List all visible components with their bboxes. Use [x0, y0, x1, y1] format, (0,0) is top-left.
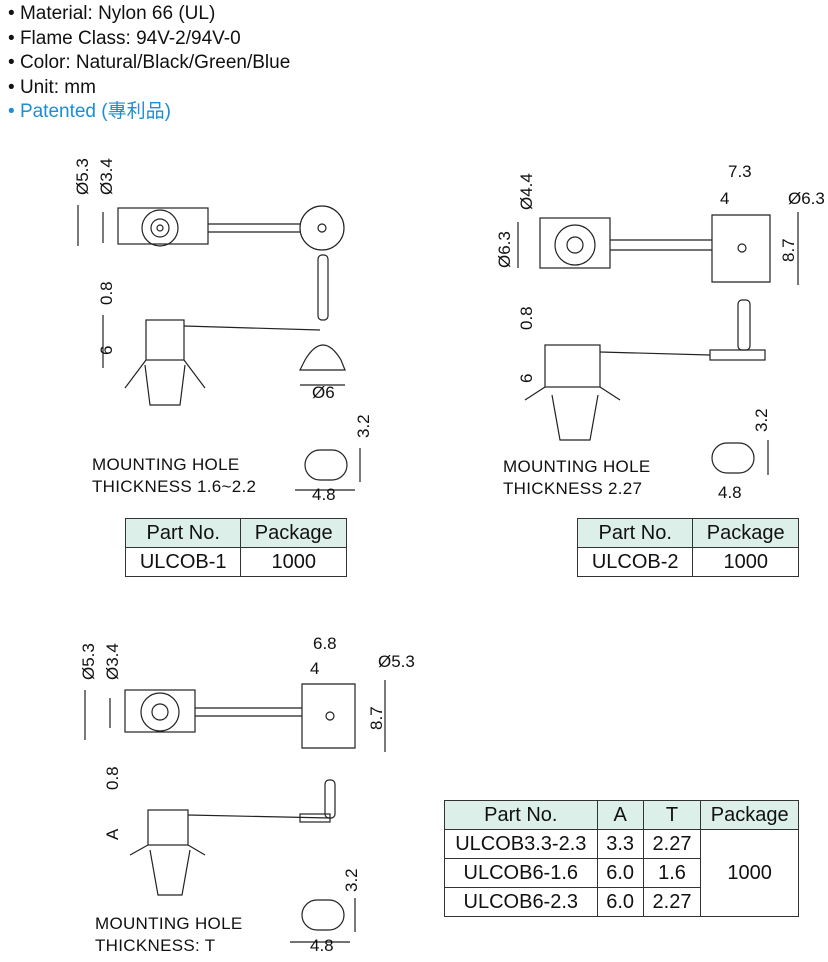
dim-label: 8.7	[367, 706, 386, 730]
spec-list: • Material: Nylon 66 (UL) • Flame Class:…	[8, 2, 290, 125]
dim-label: 7.3	[728, 162, 752, 181]
t-cell: 1.6	[642, 858, 702, 888]
part-no-cell: ULCOB-1	[124, 547, 242, 577]
dim-label: Ø5.3	[73, 158, 92, 195]
header-package: Package	[692, 518, 799, 548]
dim-label: Ø3.4	[97, 158, 116, 195]
part-no-cell: ULCOB-2	[576, 547, 694, 577]
header-part-no: Part No.	[444, 800, 598, 830]
drawing1-top-view	[77, 205, 345, 251]
dim-label: Ø6	[312, 383, 335, 402]
dim-label: 4	[720, 189, 730, 208]
spec-patented: • Patented (專利品)	[8, 101, 171, 122]
dim-label: 4.8	[718, 483, 742, 502]
dim-label: 8.7	[779, 238, 798, 262]
t-cell: 2.27	[642, 887, 702, 917]
package-cell: 1000	[700, 829, 799, 917]
dim-label: 0.8	[97, 281, 116, 305]
a-cell: 3.3	[596, 829, 644, 859]
spec-material: • Material: Nylon 66 (UL)	[8, 3, 216, 24]
dim-label: Ø5.3	[79, 643, 98, 680]
spec-unit: • Unit: mm	[8, 76, 96, 98]
dim-label: Ø3.4	[103, 643, 122, 680]
part-no-cell: ULCOB6-1.6	[444, 858, 598, 888]
spec-flame: • Flame Class: 94V-2/94V-0	[8, 27, 241, 49]
dim-label: 4.8	[312, 485, 336, 504]
dim-label: 3.2	[354, 414, 373, 438]
dim-label: Ø6.3	[495, 231, 514, 268]
header-package: Package	[700, 800, 799, 830]
drawing2-side-view	[524, 299, 766, 441]
drawing2-top-view	[517, 212, 799, 285]
dim-label: 0.8	[103, 766, 122, 790]
dim-label: 6.8	[313, 634, 337, 653]
spec-color: • Color: Natural/Black/Green/Blue	[8, 52, 291, 73]
dim-label: 6	[97, 345, 116, 355]
header-package: Package	[240, 518, 347, 548]
drawing1-mounting-hole	[295, 448, 361, 491]
dim-label: 4	[310, 659, 320, 678]
part-no-cell: ULCOB6-2.3	[444, 887, 598, 917]
dim-label: Ø4.4	[517, 173, 536, 210]
dim-label: A	[103, 828, 122, 840]
drawing3-mounting-hole	[290, 898, 356, 943]
part-no-cell: ULCOB3.3-2.3	[444, 829, 598, 859]
dim-label: 3.2	[342, 868, 361, 892]
drawing2-mounting-hole	[711, 440, 769, 475]
package-cell: 1000	[692, 547, 799, 577]
package-cell: 1000	[240, 547, 347, 577]
drawing3-side-view	[129, 779, 336, 896]
header-a: A	[596, 800, 644, 830]
dim-label: 6	[517, 373, 536, 383]
dim-label: 3.2	[752, 408, 771, 432]
header-t: T	[642, 800, 702, 830]
a-cell: 6.0	[596, 858, 644, 888]
dim-label: Ø6.3	[788, 189, 825, 208]
dim-label: 4.8	[310, 936, 334, 955]
dim-label: 0.8	[517, 306, 536, 330]
t-cell: 2.27	[642, 829, 702, 859]
header-part-no: Part No.	[124, 518, 242, 548]
header-part-no: Part No.	[576, 518, 694, 548]
a-cell: 6.0	[596, 887, 644, 917]
dim-label: Ø5.3	[378, 652, 415, 671]
drawing1-side-view	[102, 254, 346, 406]
drawing3-top-view	[84, 680, 386, 752]
